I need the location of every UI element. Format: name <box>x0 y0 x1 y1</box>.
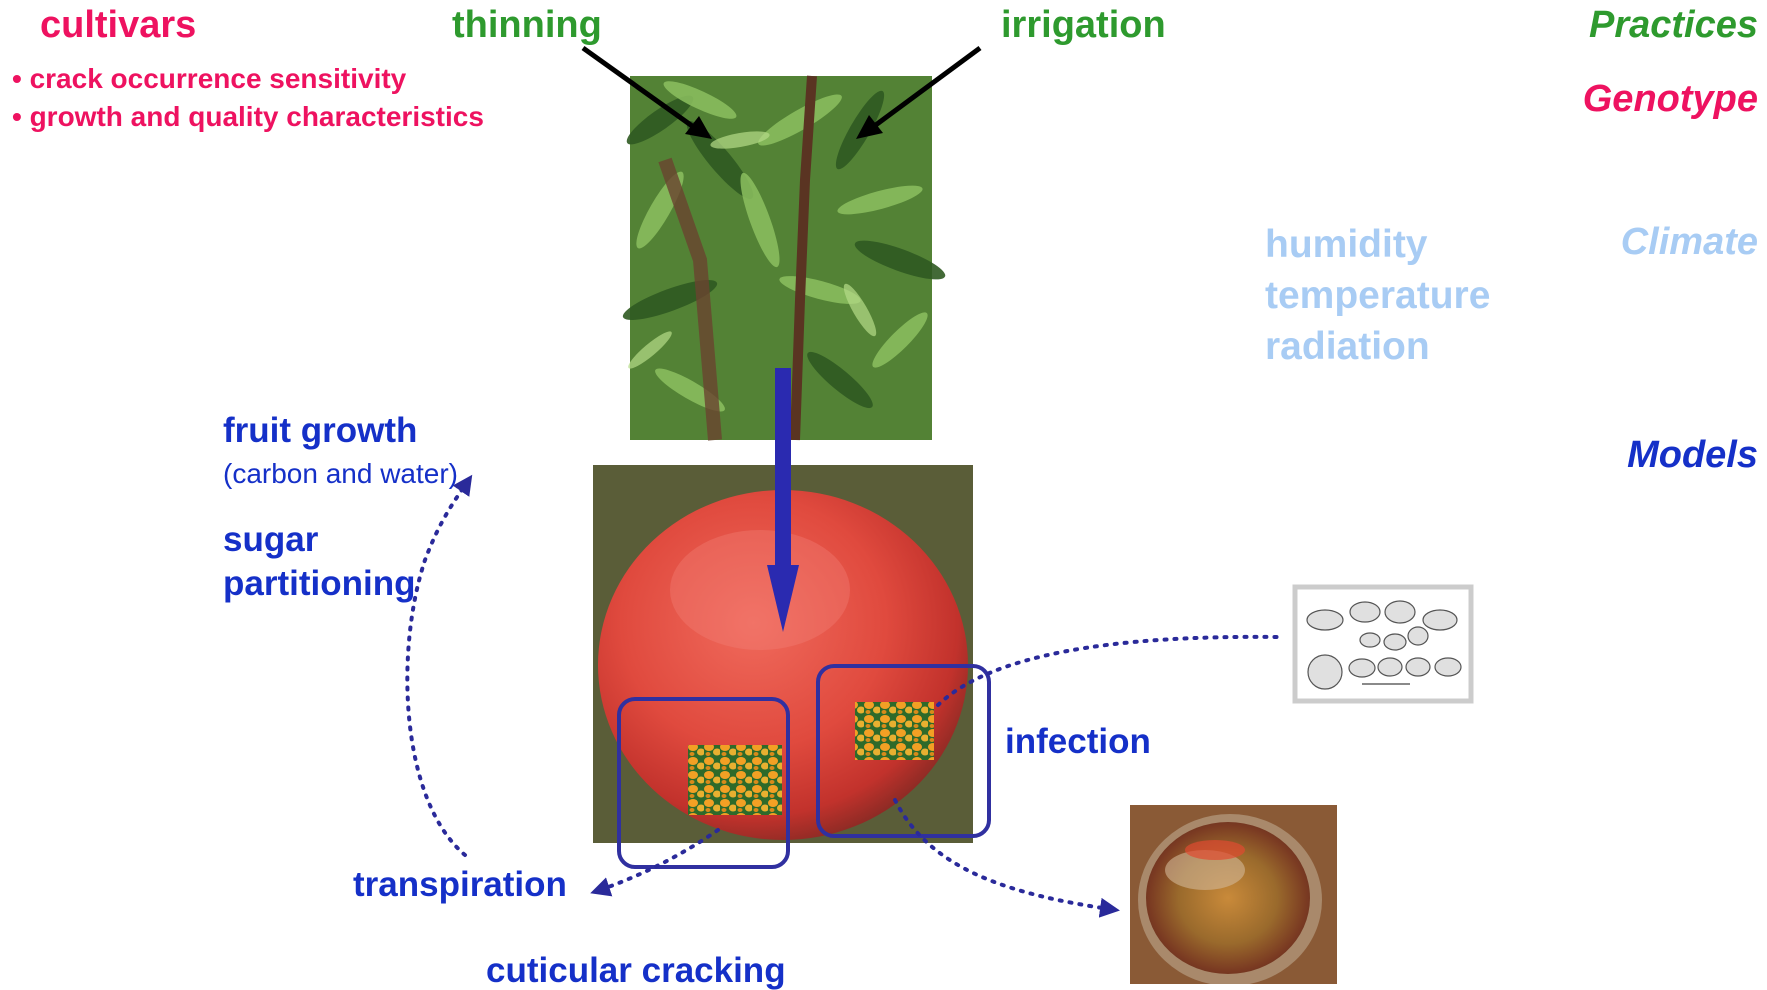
cell-micrograph-right <box>855 702 934 760</box>
climate-humidity: humidity <box>1265 225 1428 264</box>
practice-thinning: thinning <box>452 6 602 44</box>
genotype-bullet-crack: • crack occurrence sensitivity <box>12 65 406 93</box>
model-infection: infection <box>1005 724 1151 759</box>
model-partitioning: partitioning <box>223 566 415 601</box>
model-sugar: sugar <box>223 522 318 557</box>
category-climate: Climate <box>1621 223 1758 261</box>
climate-temperature: temperature <box>1265 276 1490 315</box>
rotten-peach-photo <box>1130 805 1337 984</box>
category-practices: Practices <box>1589 6 1758 44</box>
model-transpiration: transpiration <box>353 867 567 902</box>
to-fruit-growth-connector <box>407 478 470 855</box>
category-models: Models <box>1627 436 1758 474</box>
fungus-spores-drawing <box>1295 587 1471 701</box>
climate-radiation: radiation <box>1265 327 1430 366</box>
cell-micrograph-left <box>688 745 782 815</box>
genotype-bullet-growth: • growth and quality characteristics <box>12 103 484 131</box>
model-cuticular-cracking: cuticular cracking <box>486 953 786 988</box>
category-genotype: Genotype <box>1583 80 1758 118</box>
model-fruit-growth-note: (carbon and water) <box>223 460 458 488</box>
practice-irrigation: irrigation <box>1001 6 1166 44</box>
model-fruit-growth: fruit growth <box>223 413 417 448</box>
genotype-cultivars: cultivars <box>40 6 196 44</box>
